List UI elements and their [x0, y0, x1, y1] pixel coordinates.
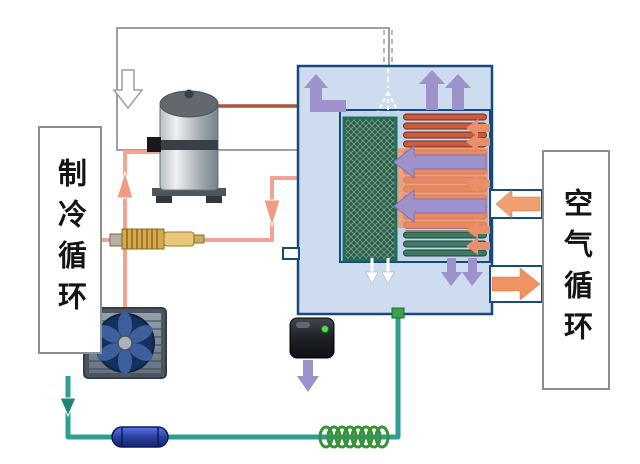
- valve-nut: [109, 233, 123, 247]
- compressor-foot: [206, 196, 222, 203]
- compressor: [147, 89, 226, 203]
- air-arrow-up-icon: [419, 70, 445, 110]
- air-arrow-elbow-up-icon: [304, 74, 346, 112]
- spray-lines: [377, 30, 399, 114]
- air-handler-unit: [282, 64, 543, 319]
- compressor-terminal-box: [147, 137, 161, 152]
- fan-blades-icon: [97, 312, 153, 374]
- receiver-pump: [289, 317, 335, 392]
- air-in-arrow-icon: [495, 189, 541, 219]
- label-refrigeration-cycle: 制冷循环: [38, 126, 102, 354]
- air-arrow-left-icon: [393, 188, 487, 224]
- air-arrows-purple: [304, 70, 487, 286]
- compressor-fitting: [184, 89, 194, 99]
- drain-stub: [282, 247, 300, 260]
- fan-hub: [117, 335, 133, 351]
- air-arrow-down-icon: [441, 258, 462, 286]
- air-arrow-down-icon: [297, 360, 319, 392]
- valve-tip: [193, 234, 205, 244]
- evaporator-mesh: [342, 116, 398, 262]
- receiver-highlight: [296, 322, 310, 328]
- air-arrow-down-icon: [462, 258, 483, 286]
- label-air-cycle: 空气循环: [542, 150, 610, 390]
- refrigerant-down-arrow-icon: [263, 199, 281, 228]
- condensate-arrows: [365, 258, 395, 285]
- pipe-valve: [391, 307, 405, 319]
- pipe-down-arrow-icon: [59, 397, 77, 418]
- pipework: [59, 314, 401, 449]
- expansion-valve: [109, 228, 205, 250]
- valve-ridges: [126, 229, 158, 249]
- filter-drier-caps: [121, 427, 159, 447]
- compressor-foot: [156, 196, 172, 203]
- air-arrow-left-icon: [393, 144, 487, 180]
- valve-cylinder: [163, 231, 195, 247]
- status-led: [321, 325, 329, 333]
- air-out-arrow-icon: [491, 267, 541, 301]
- heating-coil: [318, 425, 390, 449]
- filter-drier: [111, 426, 169, 448]
- refrigerant-up-arrow-icon: [116, 170, 134, 199]
- air-arrow-up-icon: [445, 74, 471, 110]
- compressor-base: [152, 188, 226, 196]
- cabinet-down-arrow-icon: [112, 69, 144, 110]
- compressor-band: [160, 140, 218, 150]
